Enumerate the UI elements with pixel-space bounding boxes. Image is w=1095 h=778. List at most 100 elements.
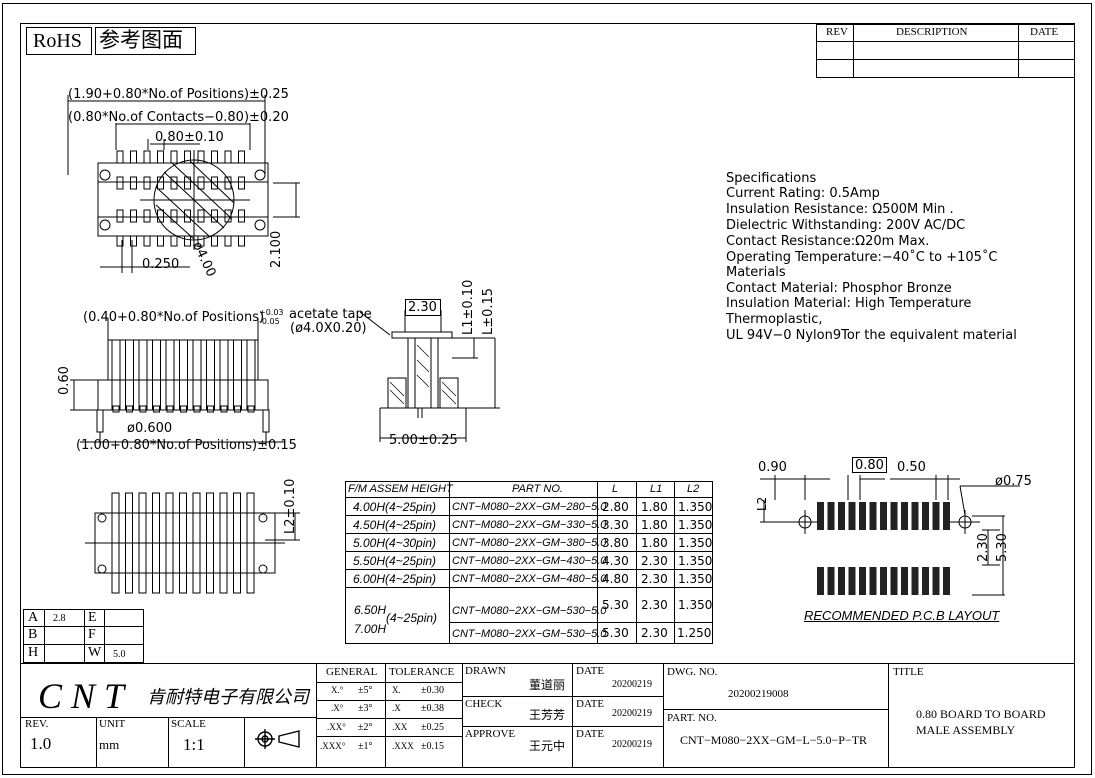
pcb-dim-hole: ø0.75 <box>995 474 1032 489</box>
dim-overall-side: (0.40+0.80*No.of Positions) <box>83 310 265 325</box>
contact-pin <box>848 502 856 530</box>
contact-pin <box>869 567 877 595</box>
contact-pin <box>233 492 241 594</box>
end-view-drawing <box>360 310 500 442</box>
ref-drawing-label: 参考图面 <box>99 28 183 52</box>
contact-pin <box>184 176 191 190</box>
pcb-dim-pitch: 0.80 <box>855 458 884 473</box>
contact-pin <box>143 235 151 247</box>
header-l2: L2 <box>687 483 700 495</box>
contact-pin <box>170 176 178 190</box>
contact-pin <box>193 405 201 413</box>
contact-pin <box>111 339 121 411</box>
dim-post-diameter: ø0.600 <box>127 421 173 436</box>
contact-pin <box>116 235 124 247</box>
header-l1: L1 <box>650 483 663 495</box>
contact-pin <box>143 150 151 164</box>
date-header: DATE <box>1030 26 1059 38</box>
spec-line: Materials <box>726 265 786 280</box>
contact-pin <box>211 176 218 190</box>
contact-pin <box>130 176 137 190</box>
contact-pin <box>130 209 137 223</box>
pcb-layout-drawing <box>760 475 1020 596</box>
pcb-caption: RECOMMENDED P.C.B LAYOUT <box>804 608 1000 623</box>
header-part: PART NO. <box>512 483 563 495</box>
contact-pin <box>165 339 175 411</box>
contact-pin <box>112 405 120 413</box>
rohs-label: RoHS <box>33 30 82 52</box>
contact-pin <box>932 567 940 595</box>
contact-pin <box>197 235 205 247</box>
contact-pin <box>138 492 147 594</box>
contact-pin <box>859 567 866 595</box>
contact-pin <box>911 567 919 595</box>
contact-pin <box>848 567 856 595</box>
spec-line: Insulation Resistance: Ω500M Min . <box>726 202 954 217</box>
dim-overall-top: (1.90+0.80*No.of Positions)±0.25 <box>68 87 289 102</box>
description-header: DESCRIPTION <box>896 26 968 38</box>
contact-pin <box>817 567 824 595</box>
contact-pin <box>943 502 950 530</box>
outer-border <box>2 3 1092 775</box>
spec-line: Thermoplastic, <box>726 312 823 327</box>
dim-top-width: 2.30 <box>408 300 437 315</box>
company-name: 肯耐特电子有限公司 <box>147 687 309 707</box>
pcb-dim-left: 0.90 <box>758 460 787 475</box>
contact-pin <box>125 339 134 411</box>
contact-pin <box>157 176 164 190</box>
contact-pin <box>152 339 161 411</box>
spec-line: Operating Temperature:−40˚C to +105˚C <box>726 250 998 265</box>
contact-pin <box>170 150 178 164</box>
contact-pin <box>143 209 151 223</box>
contact-pin <box>901 567 908 595</box>
contact-pin <box>111 492 120 594</box>
contact-pin <box>238 150 245 164</box>
contact-pin <box>880 567 887 595</box>
contact-pin <box>238 235 245 247</box>
contact-pin <box>116 209 124 223</box>
contact-pin <box>238 209 245 223</box>
contact-pin <box>166 405 174 413</box>
contact-pin <box>157 150 164 164</box>
contact-pin <box>184 235 191 247</box>
contact-pin <box>224 150 232 164</box>
contact-pin <box>192 339 202 411</box>
rev-header: REV <box>826 26 848 38</box>
top-width-box <box>405 299 441 316</box>
contact-pin <box>869 502 877 530</box>
contact-pin <box>224 209 232 223</box>
contact-pin <box>126 405 133 413</box>
ref-box <box>95 27 196 55</box>
contact-pin <box>827 502 835 530</box>
contact-pin <box>125 492 133 594</box>
contact-pin <box>247 405 255 413</box>
projection-symbol-icon <box>255 729 300 749</box>
contact-pin <box>932 502 940 530</box>
contact-pin <box>184 150 191 164</box>
side-view-drawing <box>70 318 285 446</box>
contact-pin <box>224 235 232 247</box>
dim-contacts: (0.80*No.of Contacts−0.80)±0.20 <box>68 110 289 125</box>
contact-pin <box>179 339 188 411</box>
contact-pin <box>859 502 866 530</box>
contact-pin <box>233 339 242 411</box>
contact-pin <box>220 405 228 413</box>
header-height: F/M ASSEM HEIGHT <box>348 483 453 495</box>
contact-pin <box>206 492 214 594</box>
contact-pin <box>192 492 201 594</box>
top-view-drawing <box>67 95 300 273</box>
contact-pin <box>922 567 929 595</box>
header-l: L <box>612 483 619 495</box>
contact-pin <box>880 502 887 530</box>
contact-pin <box>922 502 929 530</box>
contact-pin <box>219 339 229 411</box>
contact-pin <box>207 405 214 413</box>
contact-pin <box>130 235 137 247</box>
contact-pin <box>197 176 205 190</box>
dim-base-width: 5.00±0.25 <box>389 433 458 448</box>
contact-pin <box>157 235 164 247</box>
contact-pin <box>170 209 178 223</box>
inner-border <box>20 23 1075 768</box>
contact-pin <box>890 502 898 530</box>
